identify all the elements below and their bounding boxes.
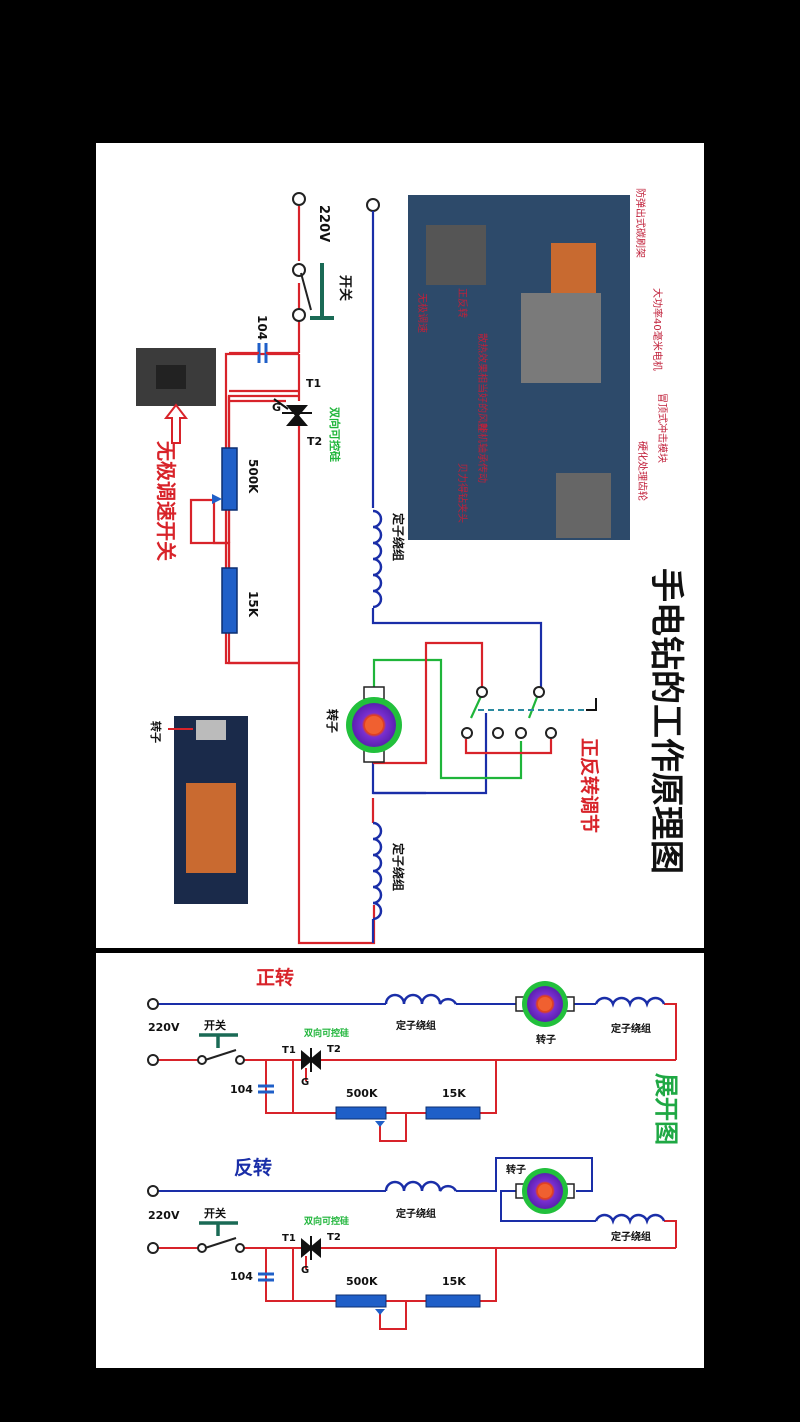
- drill-label-2: 无极调速: [416, 293, 427, 333]
- reverse-triac: 双向可控硅: [304, 1217, 350, 1227]
- resistor-label: 15K: [246, 591, 260, 617]
- reverse-capacitor: 104: [230, 1270, 253, 1283]
- forward-rotor: 转子: [536, 1035, 556, 1046]
- rotor-icon: [346, 686, 402, 763]
- circuit-diagram-top: [136, 192, 630, 945]
- pot-label: 500K: [246, 459, 260, 494]
- drill-label-4: 大功率40毫米电机: [651, 288, 662, 371]
- triac-label: 双向可控硅: [328, 407, 341, 462]
- rotor-reverse-icon: [515, 1168, 575, 1214]
- reverse-stator1: 定子绕组: [396, 1209, 436, 1220]
- forward-resistor: 15K: [442, 1087, 466, 1100]
- reverse-switch-label: 正反转调节: [578, 738, 600, 834]
- reverse-rotor: 转子: [506, 1165, 526, 1176]
- triac-forward-icon: [301, 1048, 321, 1072]
- switch-label: 开关: [337, 275, 352, 302]
- stator-coil-bottom-icon: [372, 821, 383, 921]
- forward-t1: T1: [282, 1045, 296, 1056]
- triac-reverse-icon: [301, 1236, 321, 1260]
- stator1-coil-reverse-icon: [384, 1180, 458, 1192]
- forward-voltage: 220V: [148, 1021, 180, 1034]
- up-arrow-icon: [163, 403, 189, 444]
- terminals: [292, 192, 380, 322]
- switch-blade: [300, 272, 312, 311]
- reverse-circuit: [147, 1157, 677, 1330]
- rotor-forward-icon: [515, 981, 575, 1027]
- drill-label-9: 贝力得钻夹头: [456, 463, 467, 523]
- drill-label-5: 散热效果相当好的风叶: [476, 333, 487, 433]
- pot-reverse-icon: [335, 1294, 387, 1308]
- wiper-arrow-icon: [212, 494, 222, 504]
- reverse-t1: T1: [282, 1233, 296, 1244]
- page-title: 手电钻的工作原理图: [646, 568, 686, 874]
- capacitor-label: 104: [255, 315, 269, 341]
- reverse-stator2: 定子绕组: [611, 1232, 651, 1243]
- forward-circuit: [147, 981, 677, 1142]
- circuit-diagram-bottom: [147, 981, 677, 1330]
- rotor-photo-label: 转子: [149, 721, 162, 743]
- reverse-gate: G: [301, 1265, 310, 1276]
- reverse-voltage: 220V: [148, 1209, 180, 1222]
- reverse-title: 反转: [234, 1157, 273, 1179]
- reverse-resistor: 15K: [442, 1275, 466, 1288]
- resistor-reverse-icon: [425, 1294, 481, 1308]
- forward-switch: 开关: [204, 1019, 226, 1032]
- reverse-switch: 开关: [204, 1207, 226, 1220]
- resistor-icon: [221, 567, 238, 634]
- stator-bottom-label: 定子绕组: [391, 843, 405, 892]
- circuit-panel-bottom: 正转 220V 开关 104 T1 T2 G 双向可控硅 500K 15K 定子…: [96, 953, 704, 1368]
- rotor-label: 转子: [325, 709, 339, 734]
- stator-coil-top-icon: [372, 509, 383, 609]
- gate-label: G: [272, 401, 282, 414]
- reverse-t2: T2: [327, 1232, 341, 1243]
- speed-switch-label: 无极调速开关: [154, 441, 178, 561]
- resistor-forward-icon: [425, 1106, 481, 1120]
- drill-label-1: 防弹出式碳刷架: [634, 188, 645, 258]
- reverse-pot: 500K: [346, 1275, 378, 1288]
- forward-triac: 双向可控硅: [304, 1029, 350, 1039]
- stator2-coil-icon: [594, 996, 666, 1008]
- forward-pot: 500K: [346, 1087, 378, 1100]
- triac-icon: [273, 398, 312, 426]
- circuit-panel-top: 220V 开关 104 T1 G T2 双向可控硅 500K 15K 定子绕组 …: [96, 143, 704, 948]
- stator1-coil-icon: [384, 993, 458, 1005]
- drill-label-6: 冒顶式冲击模块: [656, 393, 667, 463]
- stator2-coil-reverse-icon: [594, 1213, 666, 1225]
- drill-label-3: 正反转: [456, 288, 467, 318]
- drill-label-7: 整机轴承传动: [476, 423, 487, 483]
- forward-title: 正转: [256, 967, 295, 989]
- voltage-label: 220V: [316, 205, 331, 243]
- forward-stator1: 定子绕组: [396, 1021, 436, 1032]
- forward-gate: G: [301, 1077, 310, 1088]
- potentiometer-icon: [221, 447, 238, 511]
- t2-label: T2: [307, 435, 323, 448]
- forward-stator2: 定子绕组: [611, 1024, 651, 1035]
- drill-label-8: 硬化处理齿轮: [636, 441, 647, 501]
- pot-forward-icon: [335, 1106, 387, 1120]
- forward-t2: T2: [327, 1044, 341, 1055]
- switch-icon: [310, 263, 334, 320]
- t1-label: T1: [306, 377, 322, 390]
- forward-capacitor: 104: [230, 1083, 253, 1096]
- stator-top-label: 定子绕组: [391, 513, 405, 562]
- side-title: 展开图: [652, 1073, 680, 1145]
